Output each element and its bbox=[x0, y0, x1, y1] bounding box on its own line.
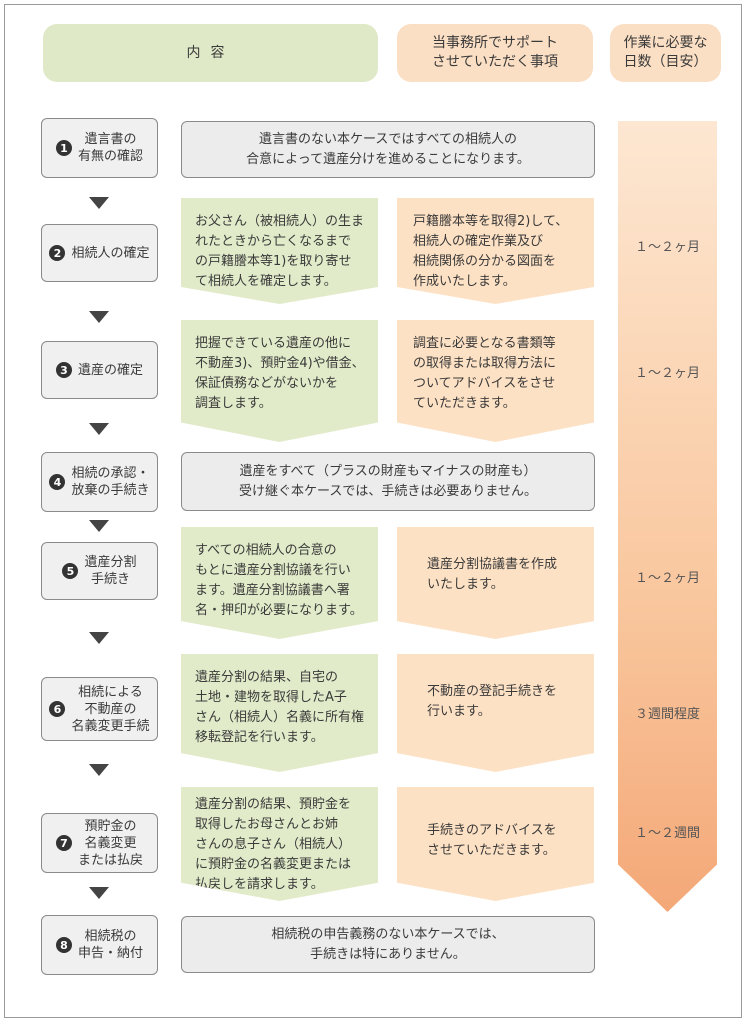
step-2-days: １～２ヶ月 bbox=[634, 240, 700, 255]
down-arrow-2 bbox=[89, 311, 109, 323]
step-3: 3 遺産の確定 bbox=[41, 341, 158, 399]
header-support-label: 当事務所でサポート させていただく事項 bbox=[432, 35, 558, 70]
step-2-content: お父さん（被相続人）の生ま れたときから亡くなるまで の戸籍謄本等1)を取り寄せ… bbox=[181, 198, 378, 304]
step-2: 2 相続人の確定 bbox=[41, 224, 158, 282]
step-8: 8 相続税の 申告・納付 bbox=[41, 915, 158, 975]
step-5-number: 5 bbox=[62, 563, 79, 579]
down-arrow-1 bbox=[89, 197, 109, 209]
step-6: 6 相続による 不動産の 名義変更手続 bbox=[41, 677, 158, 741]
step-1: 1 遺言書の 有無の確認 bbox=[41, 118, 158, 178]
step-2-number: 2 bbox=[49, 245, 66, 261]
step-5-support: 遺産分割協議書を作成 いたします。 bbox=[397, 527, 594, 639]
header-days: 作業に必要な 日数（目安） bbox=[610, 24, 721, 82]
step-4: 4 相続の承認・ 放棄の手続き bbox=[41, 452, 158, 512]
down-arrow-3 bbox=[89, 423, 109, 435]
step-1-number: 1 bbox=[55, 140, 72, 156]
page-frame bbox=[4, 4, 742, 1018]
step-3-days: １～２ヶ月 bbox=[634, 366, 700, 381]
step-4-label: 相続の承認・ 放棄の手続き bbox=[71, 466, 150, 498]
step-3-label: 遺産の確定 bbox=[77, 362, 143, 378]
step-5-label: 遺産分割 手続き bbox=[84, 555, 137, 587]
step-6-support: 不動産の登記手続きを 行います。 bbox=[397, 654, 594, 772]
header-content: 内容 bbox=[43, 24, 378, 82]
step-7-content: 遺産分割の結果、預貯金を 取得したお母さんとお姉 さんの息子さん（相続人） に預… bbox=[181, 787, 378, 901]
step-5-content: すべての相続人の合意の もとに遺産分割協議を行い ます。遺産分割協議書へ署 名・… bbox=[181, 527, 378, 639]
down-arrow-6 bbox=[89, 764, 109, 776]
step-6-days: ３週間程度 bbox=[634, 707, 700, 722]
step-6-content: 遺産分割の結果、自宅の 土地・建物を取得したA子 さん（相続人）名義に所有権 移… bbox=[181, 654, 378, 772]
step-7-number: 7 bbox=[55, 835, 72, 851]
step-7-label: 預貯金の 名義変更 または払戻 bbox=[77, 818, 143, 868]
step-8-label: 相続税の 申告・納付 bbox=[77, 929, 143, 961]
step-5-days: １～２ヶ月 bbox=[634, 571, 700, 586]
step-5: 5 遺産分割 手続き bbox=[41, 542, 158, 600]
step-8-number: 8 bbox=[55, 937, 72, 953]
down-arrow-4 bbox=[89, 520, 109, 532]
down-arrow-5 bbox=[89, 632, 109, 644]
step-8-note: 相続税の申告義務のない本ケースでは、 手続きは特にありません。 bbox=[181, 916, 595, 973]
header-days-label: 作業に必要な 日数（目安） bbox=[623, 35, 708, 70]
step-7: 7 預貯金の 名義変更 または払戻 bbox=[41, 813, 158, 873]
header-support: 当事務所でサポート させていただく事項 bbox=[397, 24, 593, 82]
step-1-note: 遺言書のない本ケースではすべての相続人の 合意によって遺産分けを進めることになり… bbox=[181, 121, 595, 178]
step-6-number: 6 bbox=[49, 701, 66, 717]
duration-arrow bbox=[618, 121, 717, 912]
step-2-support: 戸籍謄本等を取得2)して、 相続人の確定作業及び 相続関係の分かる図面を 作成い… bbox=[397, 198, 594, 304]
step-3-number: 3 bbox=[55, 362, 72, 378]
step-4-note: 遺産をすべて（プラスの財産もマイナスの財産も） 受け継ぐ本ケースでは、手続きは必… bbox=[181, 452, 595, 511]
step-4-number: 4 bbox=[49, 474, 66, 490]
step-1-label: 遺言書の 有無の確認 bbox=[77, 132, 143, 164]
step-3-support: 調査に必要となる書類等 の取得または取得方法に ついてアドバイスをさせ ていただ… bbox=[397, 320, 594, 442]
step-2-label: 相続人の確定 bbox=[71, 245, 150, 261]
step-7-support: 手続きのアドバイスを させていただきます。 bbox=[397, 787, 594, 901]
step-7-days: １～２週間 bbox=[634, 826, 700, 841]
step-3-content: 把握できている遺産の他に 不動産3)、預貯金4)や借金、 保証債務などがないかを… bbox=[181, 320, 378, 442]
down-arrow-7 bbox=[89, 887, 109, 899]
step-6-label: 相続による 不動産の 名義変更手続 bbox=[71, 684, 150, 734]
